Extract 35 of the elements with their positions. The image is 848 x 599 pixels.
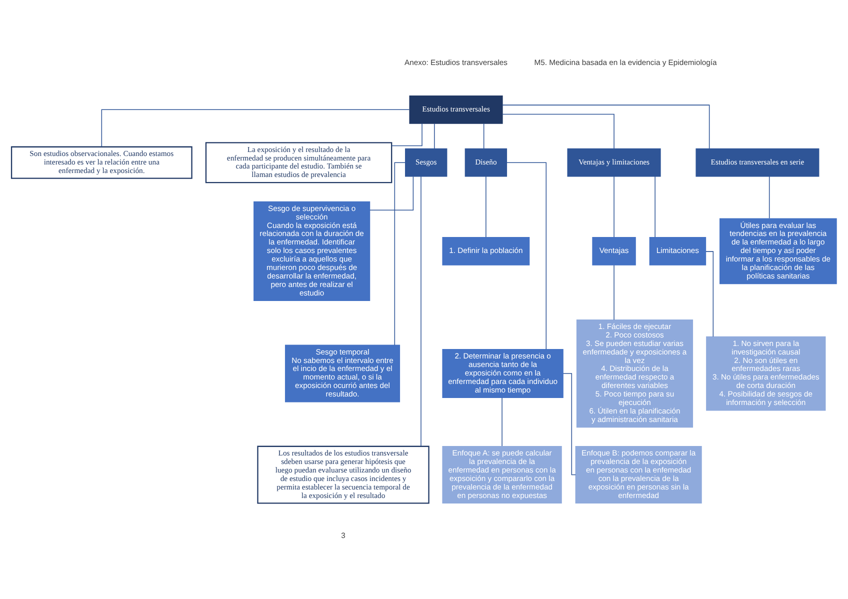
connector [434,123,435,149]
node-box: Limitaciones [649,236,706,266]
node-box: Sesgo temporal No sabemos el intervalo entre el incio de la enfermedad y el momento actual, o si la exposición ocurrió antes del resultado. [284,344,400,402]
label: Anexo: Estudios transversales [404,58,508,67]
node-box: Ventajas y limitaciones [567,148,661,177]
node-box: La exposición y el resultado de la enfermedad se producen simultáneamente para cada participante del estudio. También se llaman estudios de prevalencia [205,142,392,184]
node-box: Los resultados de los estudios transversale sdeben usarse para generar hipótesis que luego puedan evaluarse utilizando un diseño de estudio que incluya casos incidentes y permita establecer la secuencia temporal de la exposición y el resultado [257,446,430,504]
node-box: 1. Fáciles de ejecutar 2. Poco costosos 3. Se pueden estudiar varias enfermedade y exposiciones a la vez 4. Distribución de la enfermedad respecto a diferentes variables 5. Poco tiempo para su ejecución 6. Útilen en la planificación y administración sanitaria [576,319,694,428]
node-box: Ventajas [592,236,636,266]
connector [502,104,710,150]
connector [394,162,406,346]
connector [101,109,410,148]
label: M5. Medicina basada en la evidencia y Epidemiología [534,58,717,67]
node-box: Diseño [464,148,508,177]
connector [370,176,414,211]
node-box: 1. Definir la población [442,236,530,266]
connector [654,176,656,238]
connector [706,251,714,337]
connector [391,123,422,146]
node-box: Son estudios observacionales. Cuando estamos interesado es ver la relación entre una enfermedad y la exposición. [10,146,192,179]
node-box: 2. Determinar la presencia o ausencia tanto de la exposición como en la enfermedad para cada individuo al mismo tiempo [442,348,564,398]
connector [502,114,614,149]
node-box: Enfoque A: se puede calcular la prevalencia de la enfermedad en personas con la expsoición y compararlo con la prevalencia de la enfermedad en personas no expuestas [442,446,562,504]
node-box: Sesgo de supervivencia o selección Cuando la exposición está relacionada con la duración de la enfermedad. Identificar solo los casos prevalentes excluiría a aquellos que murieron poco después de desarrollar la enfermedad, pero antes de realizar el estudio [254,201,370,302]
node-box: Sesgos [405,148,448,177]
node-box: Enfoque B: podemos comparar la prevalencia de la exposición en personas con la enfemedad con la prevalencia de la exposición en personas sin la enfermedad [575,446,702,504]
node-box: Estudios transversales en serie [696,148,820,177]
label: 3 [341,531,346,540]
connector [420,176,422,447]
node-box: Estudios transversales [409,95,503,124]
node-box: Útiles para evaluar las tendencias en la prevalencia de la enfermedad a lo largo del tiempo y así poder informar a los responsables de la planificación de las políticas sanitarias [720,218,837,284]
connector [483,123,484,149]
connector [768,176,770,219]
connector [506,162,547,350]
node-box: 1. No sirven para la investigación causal 2. No son útiles en enfermedades raras 3. No útiles para enfermedades de corta duración 4. Posibilidad de sesgos de información y selección [706,336,826,411]
